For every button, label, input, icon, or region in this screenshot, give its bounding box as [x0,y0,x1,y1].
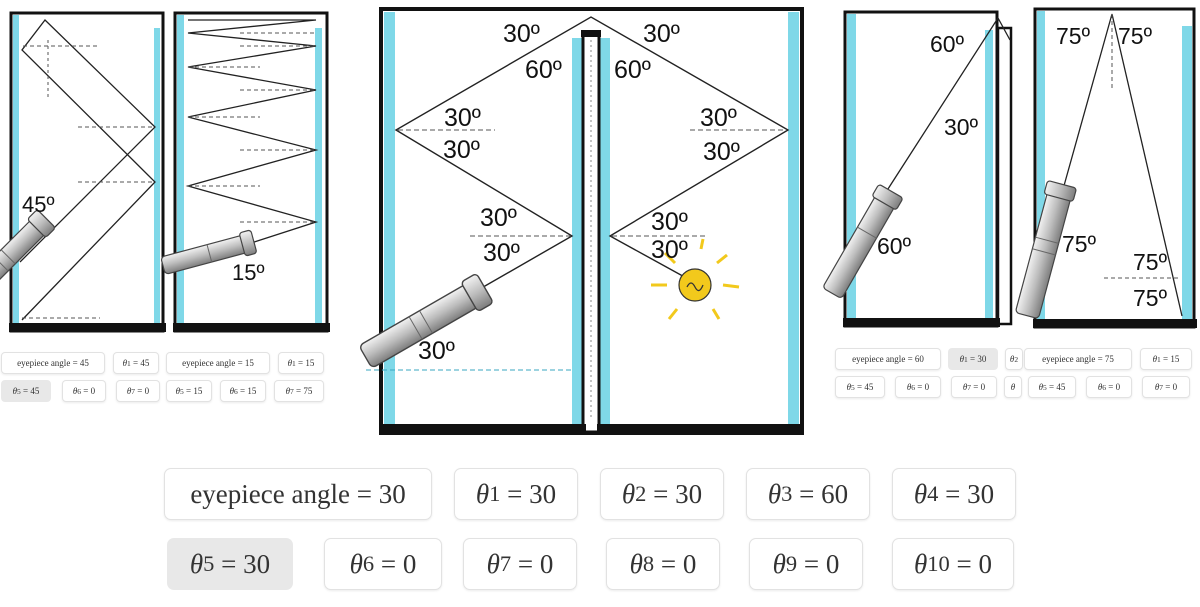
panel-1-wall-right [154,28,160,325]
panel-5-wall-left [1037,11,1045,321]
eyepiece-angle-button[interactable]: eyepiece angle=60 [835,348,941,370]
main-diagram: 30º 30º 60º 60º 30º 30º 30º 30º 30º 30º … [360,7,804,435]
eyepiece-angle-button[interactable]: eyepiece angle=15 [166,352,270,374]
main-angle-label: 30º [643,20,680,48]
main-floor-left [379,424,586,435]
panel-5-wall-right [1182,26,1192,321]
main-light-ray [394,16,790,291]
sun-icon [651,238,740,320]
main-angle-label: 30º [651,208,688,236]
theta-button-partial[interactable]: θ [1004,376,1022,398]
panel-2-wall-left [177,15,184,325]
main-angle-label: 30º [443,136,480,164]
panel-1-angle-label: 45º [22,192,55,217]
main-angle-label: 30º [651,236,688,264]
panel-4-wall-left [847,14,856,320]
main-angle-label: 30º [444,104,481,132]
panel-4-floor [843,318,1000,327]
panel-2-angle-label: 15º [232,260,265,285]
panel-5-floor [1033,319,1197,328]
panel-4-angle-label: 60º [877,233,912,259]
main-angle-label: 30º [480,204,517,232]
panel-5-diagram: 75º 75º 75º 75º 75º [1015,7,1197,329]
eyepiece-angle-button[interactable]: eyepiece angle=30 [164,468,432,520]
panel-4-wall-right [985,30,993,320]
panel-5-angle-label: 75º [1062,231,1097,257]
panel-4-light-ray [867,16,1011,221]
main-divider-cap [581,30,601,37]
panel-4-diagram: 60º 30º 60º [823,10,1013,328]
main-divider-right-wall [599,38,610,430]
panel-2-diagram: 15º [160,11,330,333]
panel-5-telescope [1015,180,1077,319]
main-angle-label: 60º [614,56,651,84]
panel-2-floor [173,323,330,332]
panel-1-frame [9,11,165,333]
main-angle-label: 30º [703,138,740,166]
panel-2-wall-right [315,28,322,325]
panel-4-telescope [823,184,903,298]
panel-5-angle-label: 75º [1056,23,1091,49]
panel-5-frame [1033,7,1196,329]
main-angle-label: 30º [418,337,455,365]
main-angle-label: 30º [483,239,520,267]
panel-1-telescope [0,210,55,288]
panel-1-wall-left [13,15,19,325]
eyepiece-angle-button[interactable]: eyepiece angle=45 [1,352,105,374]
panel-4-frame [843,10,999,328]
panel-1-floor [9,323,166,332]
panel-4-angle-label: 30º [944,114,979,140]
main-angle-label: 60º [525,56,562,84]
eyepiece-angle-button[interactable]: eyepiece angle=75 [1024,348,1132,370]
panel-2-telescope [160,229,257,275]
panel-1-diagram: 45º [0,11,166,333]
main-wall-left [384,12,395,428]
main-divider-left-wall [572,38,583,430]
main-telescope [360,274,493,368]
panel-5-angle-label: 75º [1133,249,1168,275]
main-angle-label: 30º [503,20,540,48]
main-floor-right [597,424,804,435]
panel-4-divider [996,26,1013,326]
panel-5-angle-label: 75º [1133,285,1168,311]
panel-4-angle-label: 60º [930,31,965,57]
panel-5-angle-label: 75º [1118,23,1153,49]
main-angle-label: 30º [700,104,737,132]
main-wall-right [788,12,799,428]
panel-2-light-ray [185,19,319,246]
panel-1-light-ray [19,19,156,321]
